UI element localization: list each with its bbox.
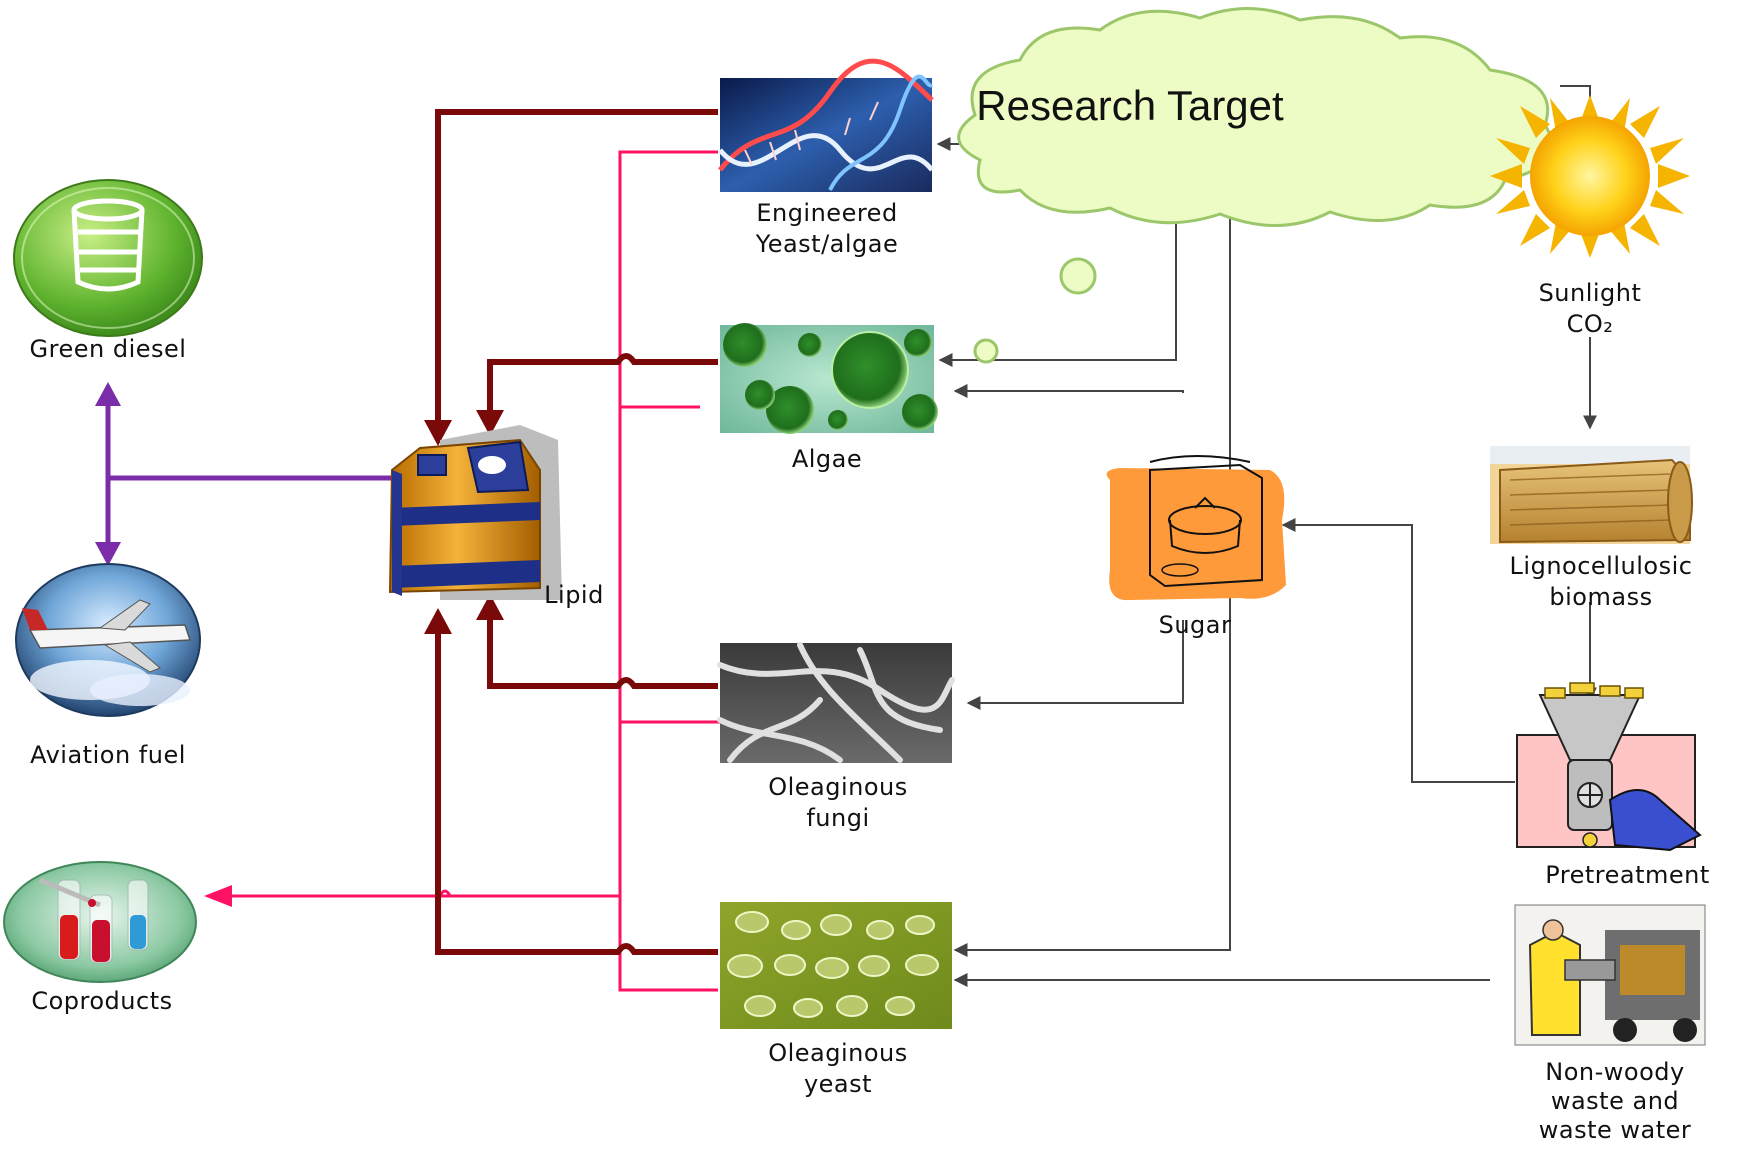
lignocellulosic-label-line2: biomass bbox=[1549, 583, 1653, 611]
green-diesel-icon bbox=[13, 179, 203, 337]
waste-label-line2: waste and bbox=[1550, 1087, 1680, 1115]
pretreatment-label: Pretreatment bbox=[1545, 861, 1710, 889]
sun-icon bbox=[1490, 95, 1690, 258]
engineered-label-line2: Yeast/algae bbox=[755, 230, 899, 258]
algae-image bbox=[720, 323, 938, 434]
lipid-label: Lipid bbox=[544, 581, 604, 609]
waste-label: Non-woody waste and waste water bbox=[1505, 1058, 1725, 1145]
lignocellulosic-biomass-image bbox=[1490, 446, 1693, 544]
research-target-cloud bbox=[957, 6, 1554, 364]
engineered-yeast-image bbox=[718, 58, 934, 192]
arrow-sugar-to-fungi bbox=[966, 620, 1184, 710]
arrow-research-to-algae bbox=[938, 210, 1177, 367]
cloud-bubble-large bbox=[1059, 257, 1097, 295]
lipid-arrowheads bbox=[424, 410, 504, 634]
cloud-bubble-small bbox=[973, 338, 999, 364]
engineered-label: Engineered Yeast/algae bbox=[722, 198, 932, 260]
yeast-label-line2: yeast bbox=[803, 1070, 873, 1098]
lignocellulosic-label: Lignocellulosic biomass bbox=[1486, 551, 1716, 613]
aviation-fuel-icon bbox=[15, 563, 201, 717]
fungi-label-line1: Oleaginous bbox=[768, 773, 908, 801]
co2-label: CO₂ bbox=[1566, 310, 1614, 338]
feed-arrows bbox=[936, 85, 1597, 987]
lipid-jug-icon bbox=[388, 425, 562, 600]
sunlight-label: Sunlight CO₂ bbox=[1500, 278, 1680, 340]
green-diesel-label: Green diesel bbox=[29, 335, 187, 363]
sugar-label: Sugar bbox=[1158, 611, 1232, 639]
fungi-image bbox=[717, 642, 955, 763]
yeast-image bbox=[720, 902, 952, 1029]
engineered-label-line1: Engineered bbox=[756, 199, 898, 227]
fungi-label-line2: fungi bbox=[806, 804, 870, 832]
sugar-bag-icon bbox=[1106, 455, 1286, 601]
lipid-flow bbox=[435, 109, 718, 955]
fuel-arrowheads bbox=[95, 382, 121, 566]
coproducts-label: Coproducts bbox=[31, 987, 173, 1015]
waste-label-line3: waste water bbox=[1538, 1116, 1692, 1144]
research-target-title: Research Target bbox=[976, 82, 1284, 129]
fungi-label: Oleaginous fungi bbox=[730, 772, 946, 834]
yeast-label: Oleaginous yeast bbox=[730, 1038, 946, 1100]
sunlight-label-line1: Sunlight bbox=[1538, 279, 1642, 307]
aviation-fuel-label: Aviation fuel bbox=[30, 741, 186, 769]
fuel-flow bbox=[105, 400, 392, 548]
arrow-research-to-yeast bbox=[953, 210, 1231, 957]
arrow-sugar-to-algae bbox=[953, 384, 1184, 398]
arrowhead-coproducts bbox=[204, 885, 232, 907]
algae-label: Algae bbox=[791, 445, 863, 473]
pretreatment-icon bbox=[1516, 682, 1702, 852]
yeast-label-line1: Oleaginous bbox=[768, 1039, 908, 1067]
coproducts-icon bbox=[3, 861, 197, 983]
waste-label-line1: Non-woody bbox=[1545, 1058, 1685, 1086]
waste-image bbox=[1514, 904, 1706, 1046]
lignocellulosic-label-line1: Lignocellulosic bbox=[1509, 552, 1693, 580]
arrow-pretreatment-to-sugar bbox=[1281, 518, 1515, 783]
connector-cloud-to-sun bbox=[1560, 85, 1591, 110]
